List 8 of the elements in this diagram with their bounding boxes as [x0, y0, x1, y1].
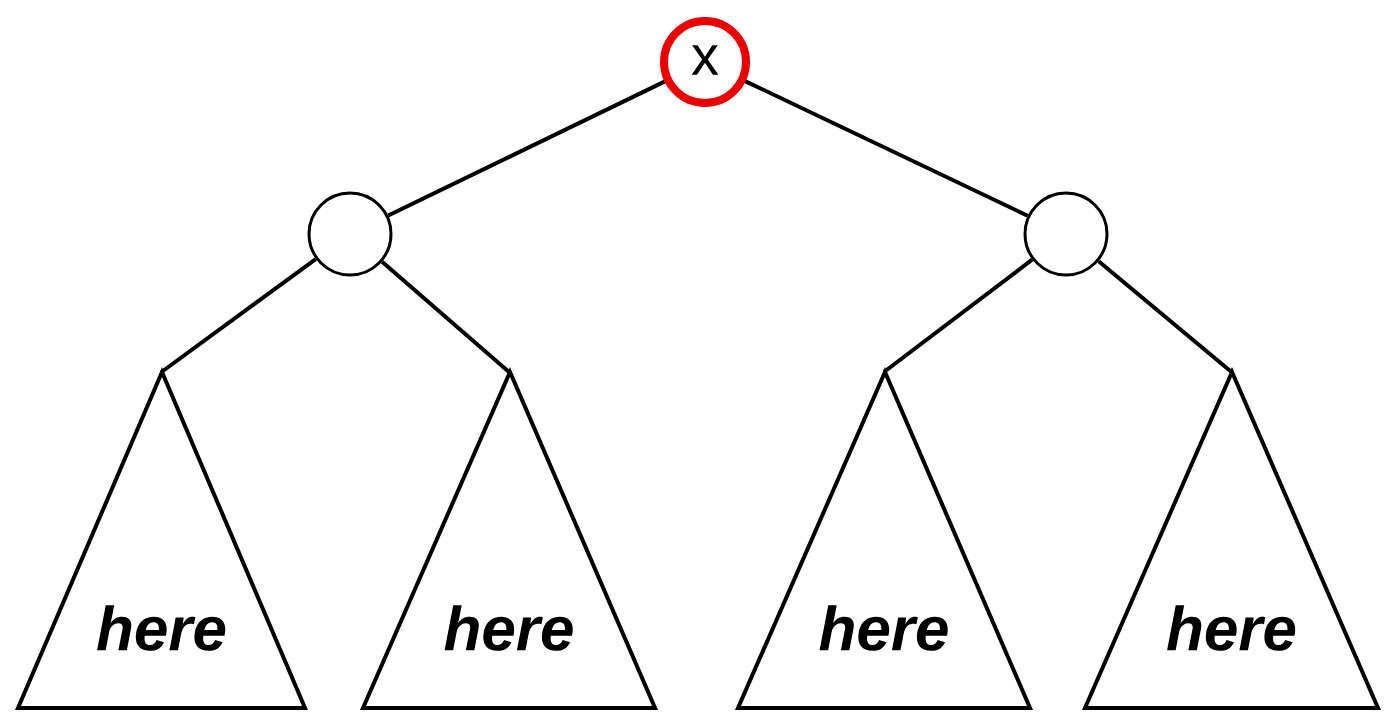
tree-edge: [744, 79, 1029, 218]
tree-edge: [380, 260, 511, 374]
tree-edge: [160, 257, 317, 374]
tree-edge: [882, 258, 1034, 374]
tree-node-circle: [1023, 191, 1109, 277]
tree-node-circle: [307, 191, 393, 277]
tree-edge: [1097, 259, 1233, 374]
tree-edge: [387, 79, 666, 218]
